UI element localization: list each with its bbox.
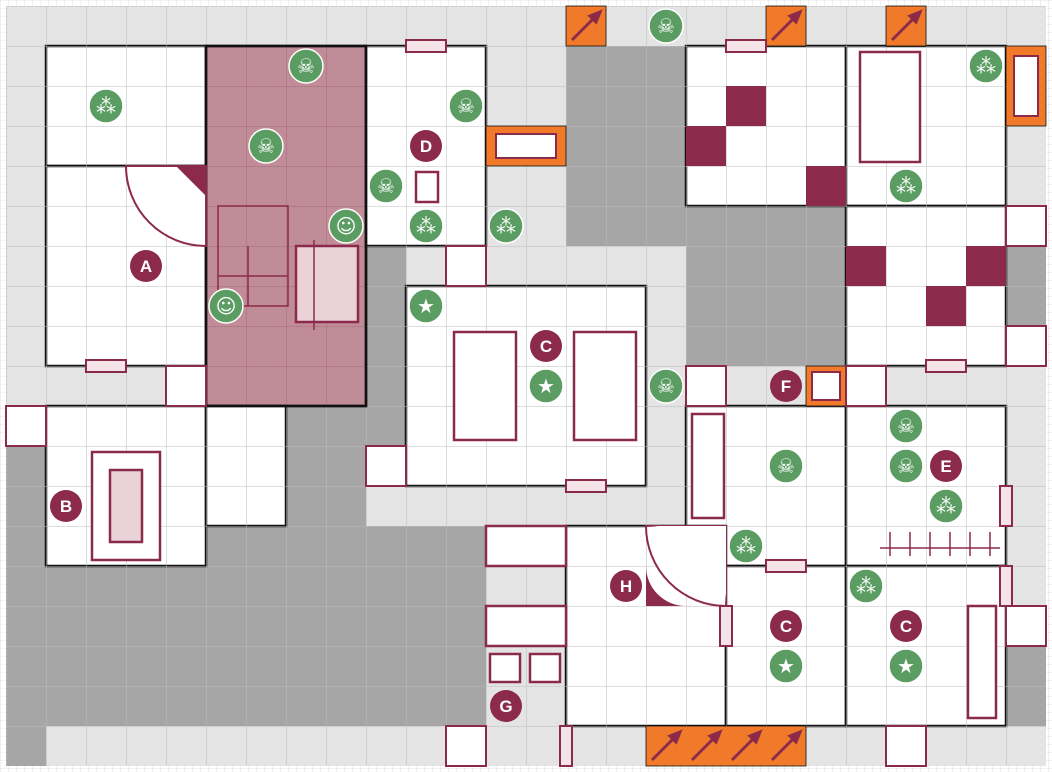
room-label-c2-badge	[770, 610, 802, 642]
spider-glyph-icon: ⁂	[496, 214, 516, 238]
star-token-3-icon	[768, 648, 804, 684]
spider-glyph-icon: ⁂	[896, 174, 916, 198]
room-label-e: E	[940, 457, 951, 476]
skull-token-9-icon	[648, 8, 684, 44]
spider-glyph-icon: ⁂	[96, 94, 116, 118]
table-1	[452, 330, 518, 442]
room-label-g: G	[499, 697, 512, 716]
room-label-g-badge	[490, 690, 522, 722]
skull-glyph-icon: ☠	[897, 414, 915, 438]
furniture	[90, 50, 998, 720]
star-glyph-icon: ★	[777, 654, 795, 678]
star-token-2-icon	[528, 368, 564, 404]
bookcase	[966, 604, 998, 720]
skull-token-4-icon	[368, 168, 404, 204]
skull-token-1-icon	[288, 48, 324, 84]
rack	[690, 412, 726, 520]
spider-glyph-icon: ⁂	[736, 534, 756, 558]
skull-token-2-icon	[448, 88, 484, 124]
table-2	[572, 330, 638, 442]
room-label-c3: C	[900, 617, 912, 636]
spider-token-6-icon	[728, 528, 764, 564]
skull-token-3-icon	[248, 128, 284, 164]
spider-token-4-icon	[488, 208, 524, 244]
room-label-c3-badge	[890, 610, 922, 642]
room-label-c1-badge	[530, 330, 562, 362]
skull-token-7-icon	[888, 448, 924, 484]
skull-glyph-icon: ☠	[297, 54, 315, 78]
alchemy-outline	[217, 205, 315, 330]
star-glyph-icon: ★	[897, 654, 915, 678]
alchemy-bench	[294, 244, 360, 324]
spear-traps	[570, 9, 923, 762]
spider-glyph-icon: ⁂	[976, 54, 996, 78]
room-label-b: B	[60, 497, 72, 516]
room-label-c1: C	[540, 337, 552, 356]
skull-token-8-icon	[648, 368, 684, 404]
star-glyph-icon: ★	[417, 294, 435, 318]
skull-glyph-icon: ☠	[657, 14, 675, 38]
room-label-f: F	[781, 377, 791, 396]
tokens: ☠ ☠ ☠ ☠ ☠ ☠ ☠ ☠ ☠ ⁂ ⁂ ⁂ ⁂ ⁂ ⁂ ⁂ ⁂ ☺ ☺ ★ ★ ★ ★	[88, 8, 1004, 684]
spider-token-7-icon	[848, 568, 884, 604]
spider-token-5-icon	[928, 488, 964, 524]
spider-glyph-icon: ⁂	[936, 494, 956, 518]
skull-token-6-icon	[888, 408, 924, 444]
skull-glyph-icon: ☠	[257, 134, 275, 158]
pit-tiles	[686, 86, 1006, 326]
skull-glyph-icon: ☠	[457, 94, 475, 118]
skull-glyph-icon: ☠	[657, 374, 675, 398]
spider-token-3-icon	[968, 48, 1004, 84]
room-label-d: D	[420, 137, 432, 156]
room-label-c2: C	[780, 617, 792, 636]
stairs-top	[124, 165, 207, 248]
skull-glyph-icon: ☠	[777, 454, 795, 478]
orc-glyph-icon: ☺	[216, 294, 237, 318]
spider-token-8-icon	[408, 208, 444, 244]
rubble	[5, 205, 1047, 767]
spider-token-2-icon	[888, 168, 924, 204]
star-token-1-icon	[408, 288, 444, 324]
room-label-d-badge	[410, 130, 442, 162]
spider-glyph-icon: ⁂	[416, 214, 436, 238]
doors	[85, 39, 1013, 767]
spider-glyph-icon: ⁂	[856, 574, 876, 598]
room-label-h-badge	[610, 570, 642, 602]
orc-glyph-icon: ☺	[336, 214, 357, 238]
room-label-b-badge	[50, 490, 82, 522]
orc-token-1-icon	[328, 208, 364, 244]
orc-token-2-icon	[208, 288, 244, 324]
room-label-a-badge	[130, 250, 162, 282]
room-label-a: A	[140, 257, 152, 276]
trap-pits	[495, 55, 1039, 401]
cupboard	[484, 524, 568, 568]
room-label-h: H	[620, 577, 632, 596]
room-label-f-badge	[770, 370, 802, 402]
room-labels: A B C D E F G H C C	[50, 130, 962, 722]
star-token-4-icon	[888, 648, 924, 684]
weapons-rack	[880, 532, 1000, 556]
star-glyph-icon: ★	[537, 374, 555, 398]
skull-glyph-icon: ☠	[897, 454, 915, 478]
throne	[414, 170, 440, 204]
skull-glyph-icon: ☠	[377, 174, 395, 198]
skull-token-5-icon	[768, 448, 804, 484]
room-label-e-badge	[930, 450, 962, 482]
spider-token-1-icon	[88, 88, 124, 124]
torture-rack	[858, 50, 922, 164]
